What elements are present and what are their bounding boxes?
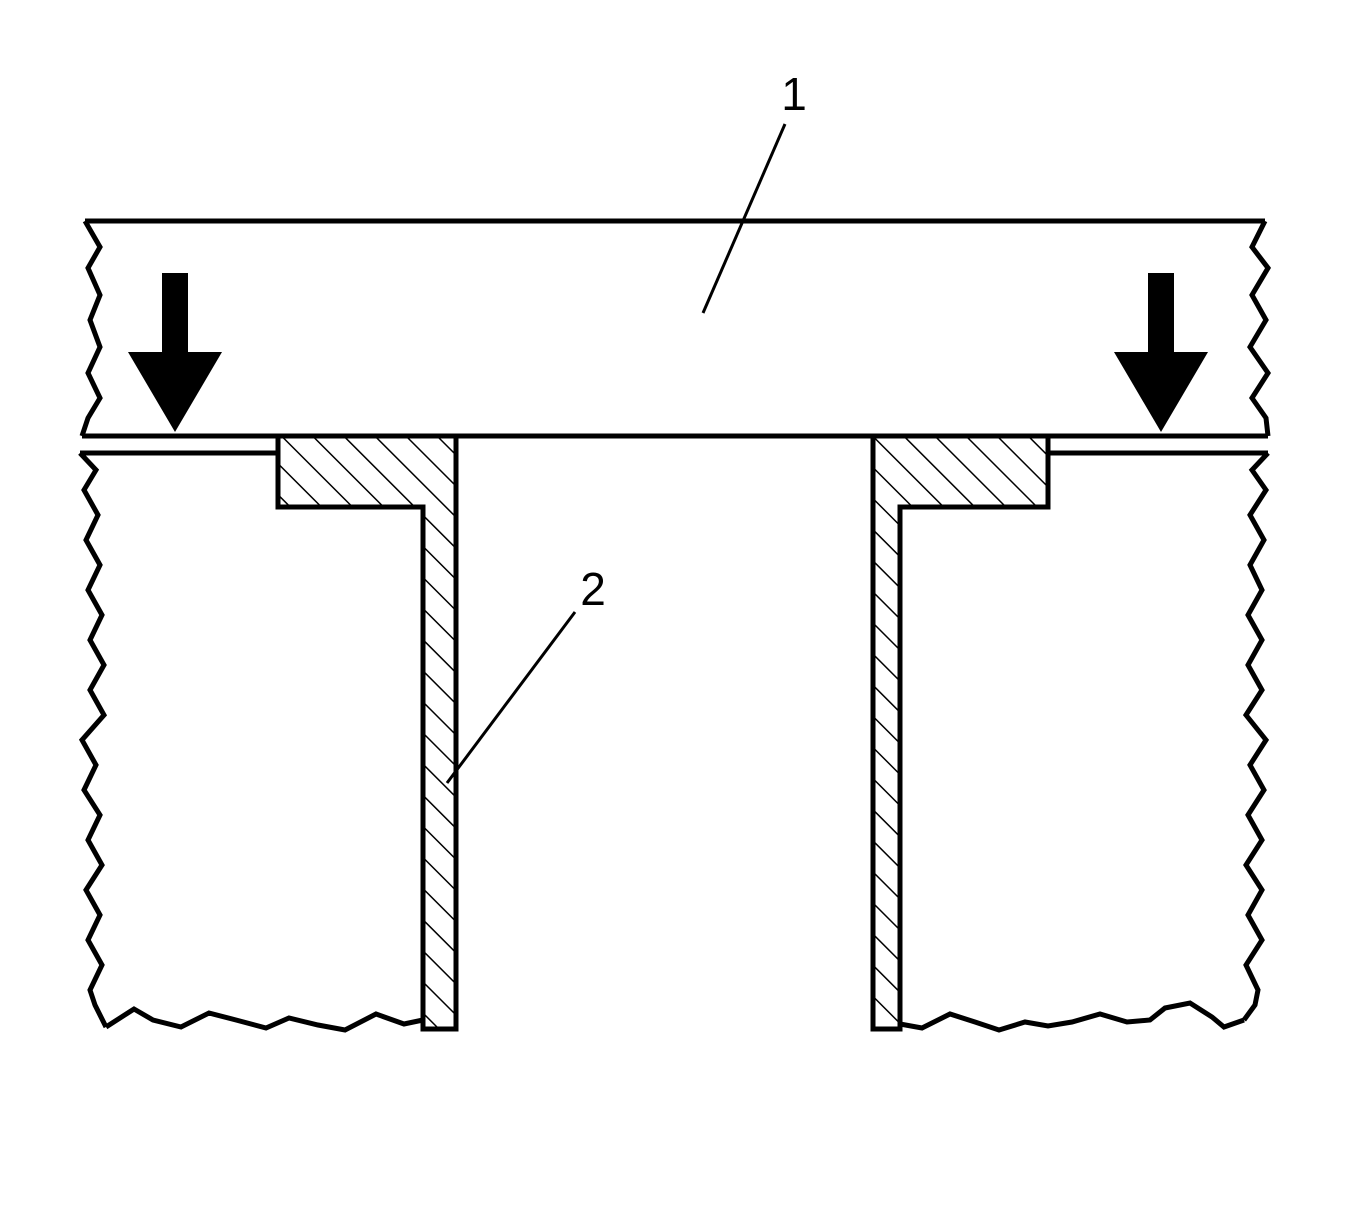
upper-plate-left-break: [79, 219, 103, 437]
lower-housing-right-break: [1241, 451, 1270, 1022]
press-arrow-left: [128, 273, 222, 432]
callout-label-2: 2: [580, 563, 606, 615]
press-arrow-right: [1114, 273, 1208, 432]
leader-line-2: [445, 611, 577, 784]
leader-line-1: [701, 123, 787, 314]
flanged-sleeve-right-section: [870, 433, 1051, 1032]
lower-housing-left: [78, 450, 424, 1033]
lower-housing-right-bottom-break: [899, 1000, 1245, 1033]
lower-housing-left-bottom-break: [104, 1006, 424, 1033]
upper-plate-right-break: [1247, 219, 1272, 437]
lower-housing-left-break: [78, 451, 109, 1029]
callout-label-1: 1: [781, 68, 807, 120]
lower-housing-right: [899, 450, 1270, 1033]
upper-plate: [79, 218, 1272, 439]
flanged-sleeve-left-section: [275, 433, 459, 1032]
